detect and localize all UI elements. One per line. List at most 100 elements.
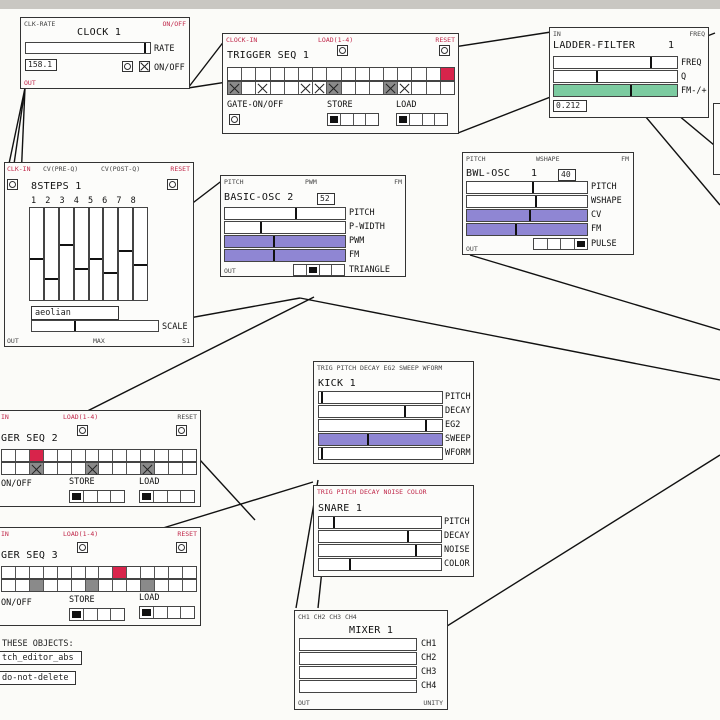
kick-module[interactable]: TRIG PITCH DECAY EG2 SWEEP WFORM KICK 1 … bbox=[313, 361, 474, 464]
mixer-ch3-slider[interactable] bbox=[299, 666, 417, 679]
bosc-pitch-slider[interactable] bbox=[224, 207, 346, 220]
ladder-fm-number[interactable]: 0.212 bbox=[553, 100, 587, 112]
steps-reset-bang[interactable] bbox=[167, 179, 178, 190]
notes-heading: THESE OBJECTS: bbox=[2, 639, 74, 649]
mixer-ch2-slider[interactable] bbox=[299, 652, 417, 665]
seq1-load-label: LOAD bbox=[396, 100, 417, 110]
seq2-row-top[interactable] bbox=[1, 449, 197, 462]
ladder-fm-label: FM-/+ bbox=[681, 86, 707, 96]
seq1-row-top[interactable] bbox=[227, 67, 455, 81]
bosc-number[interactable]: 52 bbox=[317, 193, 335, 205]
clock-rate-slider[interactable] bbox=[25, 42, 151, 54]
seq1-store-label: STORE bbox=[327, 100, 353, 110]
mixer-module[interactable]: CH1 CH2 CH3 CH4 MIXER 1 CH1 CH2 CH3 CH4 … bbox=[294, 610, 448, 710]
clock-module[interactable]: CLK-RATE ON/OFF CLOCK 1 RATE 158.1 ON/OF… bbox=[20, 17, 190, 89]
bosc-waveform-select[interactable] bbox=[293, 264, 345, 276]
kick-eg2-slider[interactable] bbox=[318, 419, 443, 432]
snare-color-label: COLOR bbox=[444, 559, 470, 569]
bwl-number[interactable]: 40 bbox=[558, 169, 576, 181]
snare-decay-slider[interactable] bbox=[318, 530, 442, 543]
bwl-inlet-pitch: PITCH bbox=[466, 155, 486, 163]
snare-color-slider[interactable] bbox=[318, 558, 442, 571]
seq2-load-slots[interactable] bbox=[139, 490, 195, 503]
seq2-load-bang[interactable] bbox=[77, 425, 88, 436]
bosc-fm-slider[interactable] bbox=[224, 249, 346, 262]
bwl-wshape-slider[interactable] bbox=[466, 195, 588, 208]
kick-pitch-slider[interactable] bbox=[318, 391, 443, 404]
offscreen-module-edge[interactable] bbox=[713, 103, 720, 175]
seq3-store-slots[interactable] bbox=[69, 608, 125, 621]
snare-noise-slider[interactable] bbox=[318, 544, 442, 557]
mixer-ch1-slider[interactable] bbox=[299, 638, 417, 651]
seq3-row-top[interactable] bbox=[1, 566, 197, 579]
snare-module[interactable]: TRIG PITCH DECAY NOISE COLOR SNARE 1 PIT… bbox=[313, 485, 474, 577]
bwl-pitch-slider[interactable] bbox=[466, 181, 588, 194]
step-slider[interactable] bbox=[29, 207, 44, 301]
steps-scale-name[interactable]: aeolian bbox=[31, 306, 119, 320]
bwl-osc-module[interactable]: PITCH WSHAPE FM BWL-OSC 1 40 PITCH WSHAP… bbox=[462, 152, 634, 255]
seq3-row-bottom[interactable] bbox=[1, 579, 197, 592]
kick-sweep-slider[interactable] bbox=[318, 433, 443, 446]
seq2-reset-bang[interactable] bbox=[176, 425, 187, 436]
steps-clock-bang[interactable] bbox=[7, 179, 18, 190]
clock-onoff-toggle[interactable] bbox=[139, 61, 150, 72]
bwl-title: BWL-OSC bbox=[466, 168, 511, 179]
step-slider[interactable] bbox=[43, 207, 59, 301]
bosc-title: BASIC-OSC 2 bbox=[224, 192, 294, 203]
snare-pitch-slider[interactable] bbox=[318, 516, 442, 529]
step-slider[interactable] bbox=[133, 207, 148, 301]
bosc-inlet-pitch: PITCH bbox=[224, 178, 244, 186]
step-slider[interactable] bbox=[73, 207, 89, 301]
step-slider[interactable] bbox=[118, 207, 134, 301]
bwl-pitch-label: PITCH bbox=[591, 182, 617, 192]
snare-pitch-label: PITCH bbox=[444, 517, 470, 527]
ladder-filter-module[interactable]: IN FREQ LADDER-FILTER 1 FREQ Q FM-/+ 0.2… bbox=[549, 27, 709, 118]
do-not-delete-message[interactable]: do-not-delete bbox=[0, 671, 76, 685]
seq2-store-slots[interactable] bbox=[69, 490, 125, 503]
step-slider[interactable] bbox=[103, 207, 119, 301]
patch-editor-message[interactable]: tch_editor_abs bbox=[0, 651, 82, 665]
seq3-load-bang[interactable] bbox=[77, 542, 88, 553]
basic-osc-module[interactable]: PITCH PWM FM BASIC-OSC 2 52 PITCH P-WIDT… bbox=[220, 175, 406, 277]
seq3-title: GER SEQ 3 bbox=[1, 550, 58, 561]
trigger-seq-3-module[interactable]: IN LOAD(1-4) RESET GER SEQ 3 ON/OFF STOR… bbox=[0, 527, 201, 626]
snare-inlets: TRIG PITCH DECAY NOISE COLOR bbox=[317, 488, 427, 496]
seq1-gate-bang[interactable] bbox=[229, 114, 240, 125]
seq3-load-slots[interactable] bbox=[139, 606, 195, 619]
kick-wform-slider[interactable] bbox=[318, 447, 443, 460]
steps-title: 8STEPS 1 bbox=[31, 181, 82, 192]
bosc-pwidth-slider[interactable] bbox=[224, 221, 346, 234]
kick-decay-slider[interactable] bbox=[318, 405, 443, 418]
seq1-row-bottom[interactable] bbox=[227, 81, 455, 95]
bwl-wshape-label: WSHAPE bbox=[591, 196, 622, 206]
ladder-q-slider[interactable] bbox=[553, 70, 678, 83]
seq2-row-bottom[interactable] bbox=[1, 462, 197, 475]
seq1-load-slots[interactable] bbox=[396, 113, 448, 126]
bosc-pwidth-label: P-WIDTH bbox=[349, 222, 385, 232]
bwl-cv-slider[interactable] bbox=[466, 209, 588, 222]
steps-max-label: MAX bbox=[93, 337, 105, 345]
steps-scale-slider[interactable] bbox=[31, 320, 159, 332]
clock-bang[interactable] bbox=[122, 61, 133, 72]
bwl-fm-slider[interactable] bbox=[466, 223, 588, 236]
step-slider[interactable] bbox=[58, 207, 74, 301]
8steps-module[interactable]: CLK-IN CV(PRE-Q) CV(POST-Q) RESET 8STEPS… bbox=[4, 162, 194, 347]
step-slider[interactable] bbox=[88, 207, 104, 301]
clock-rate-number[interactable]: 158.1 bbox=[25, 59, 57, 71]
trigger-seq-2-module[interactable]: IN LOAD(1-4) RESET GER SEQ 2 ON/OFF STOR… bbox=[0, 410, 201, 507]
trigger-seq-1-module[interactable]: CLOCK-IN LOAD(1-4) RESET TRIGGER SEQ 1 G… bbox=[222, 33, 459, 134]
seq1-reset-bang[interactable] bbox=[439, 45, 450, 56]
seq2-inlet-clock: IN bbox=[1, 413, 9, 421]
seq3-reset-bang[interactable] bbox=[176, 542, 187, 553]
mixer-ch4-slider[interactable] bbox=[299, 680, 417, 693]
bwl-pulse-select[interactable] bbox=[533, 238, 588, 250]
bosc-pwm-slider[interactable] bbox=[224, 235, 346, 248]
bwl-inlet-fm: FM bbox=[621, 155, 629, 163]
seq1-store-slots[interactable] bbox=[327, 113, 379, 126]
ladder-fm-slider[interactable] bbox=[553, 84, 678, 97]
mixer-inlets: CH1 CH2 CH3 CH4 bbox=[298, 613, 357, 621]
ladder-freq-slider[interactable] bbox=[553, 56, 678, 69]
seq3-inlet-reset: RESET bbox=[177, 530, 197, 538]
seq1-load-bang[interactable] bbox=[337, 45, 348, 56]
steps-slider-bank[interactable] bbox=[29, 207, 148, 301]
